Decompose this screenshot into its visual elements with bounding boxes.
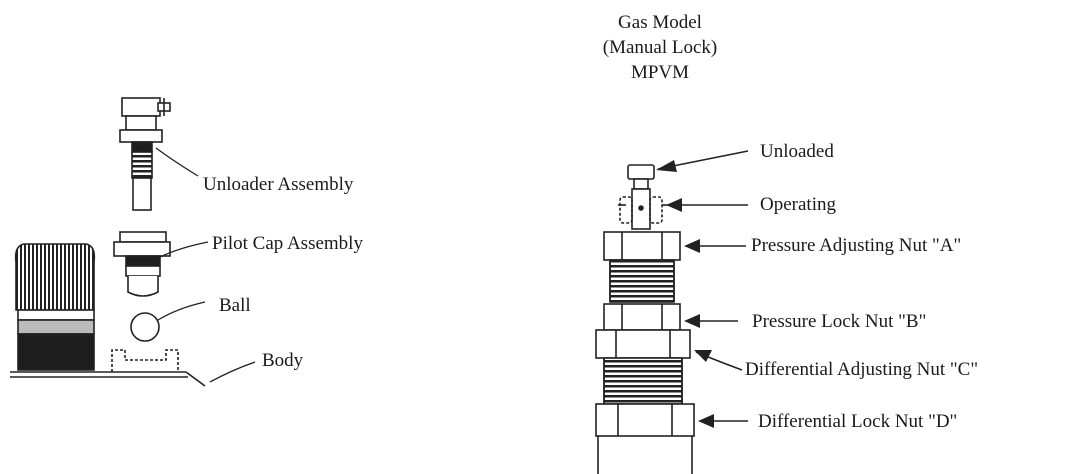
valve-stack [595,164,695,474]
label-body: Body [262,350,304,371]
unloader-part [119,97,171,211]
label-ball: Ball [219,295,251,316]
label-operating: Operating [760,194,836,215]
label-nut-d: Differential Lock Nut "D" [758,411,958,432]
title-line-3: MPVM [630,62,690,83]
title-line-2: (Manual Lock) [602,37,718,58]
label-nut-a: Pressure Adjusting Nut "A" [751,235,962,256]
left-leader-lines [155,147,256,383]
body-part [111,349,179,372]
label-unloaded: Unloaded [760,141,834,162]
base-plate [10,371,206,387]
pilot-cap-part [113,231,171,297]
knurled-cap [14,243,96,371]
label-nut-b: Pressure Lock Nut "B" [752,311,927,332]
arrow-heads [656,160,714,428]
label-unloader-assembly: Unloader Assembly [203,174,354,195]
diagram-title: Gas Model (Manual Lock) MPVM [560,10,760,85]
label-nut-c: Differential Adjusting Nut "C" [745,359,979,380]
ball-part [130,312,160,342]
label-pilot-cap-assembly: Pilot Cap Assembly [212,233,363,254]
title-line-1: Gas Model [618,12,702,33]
